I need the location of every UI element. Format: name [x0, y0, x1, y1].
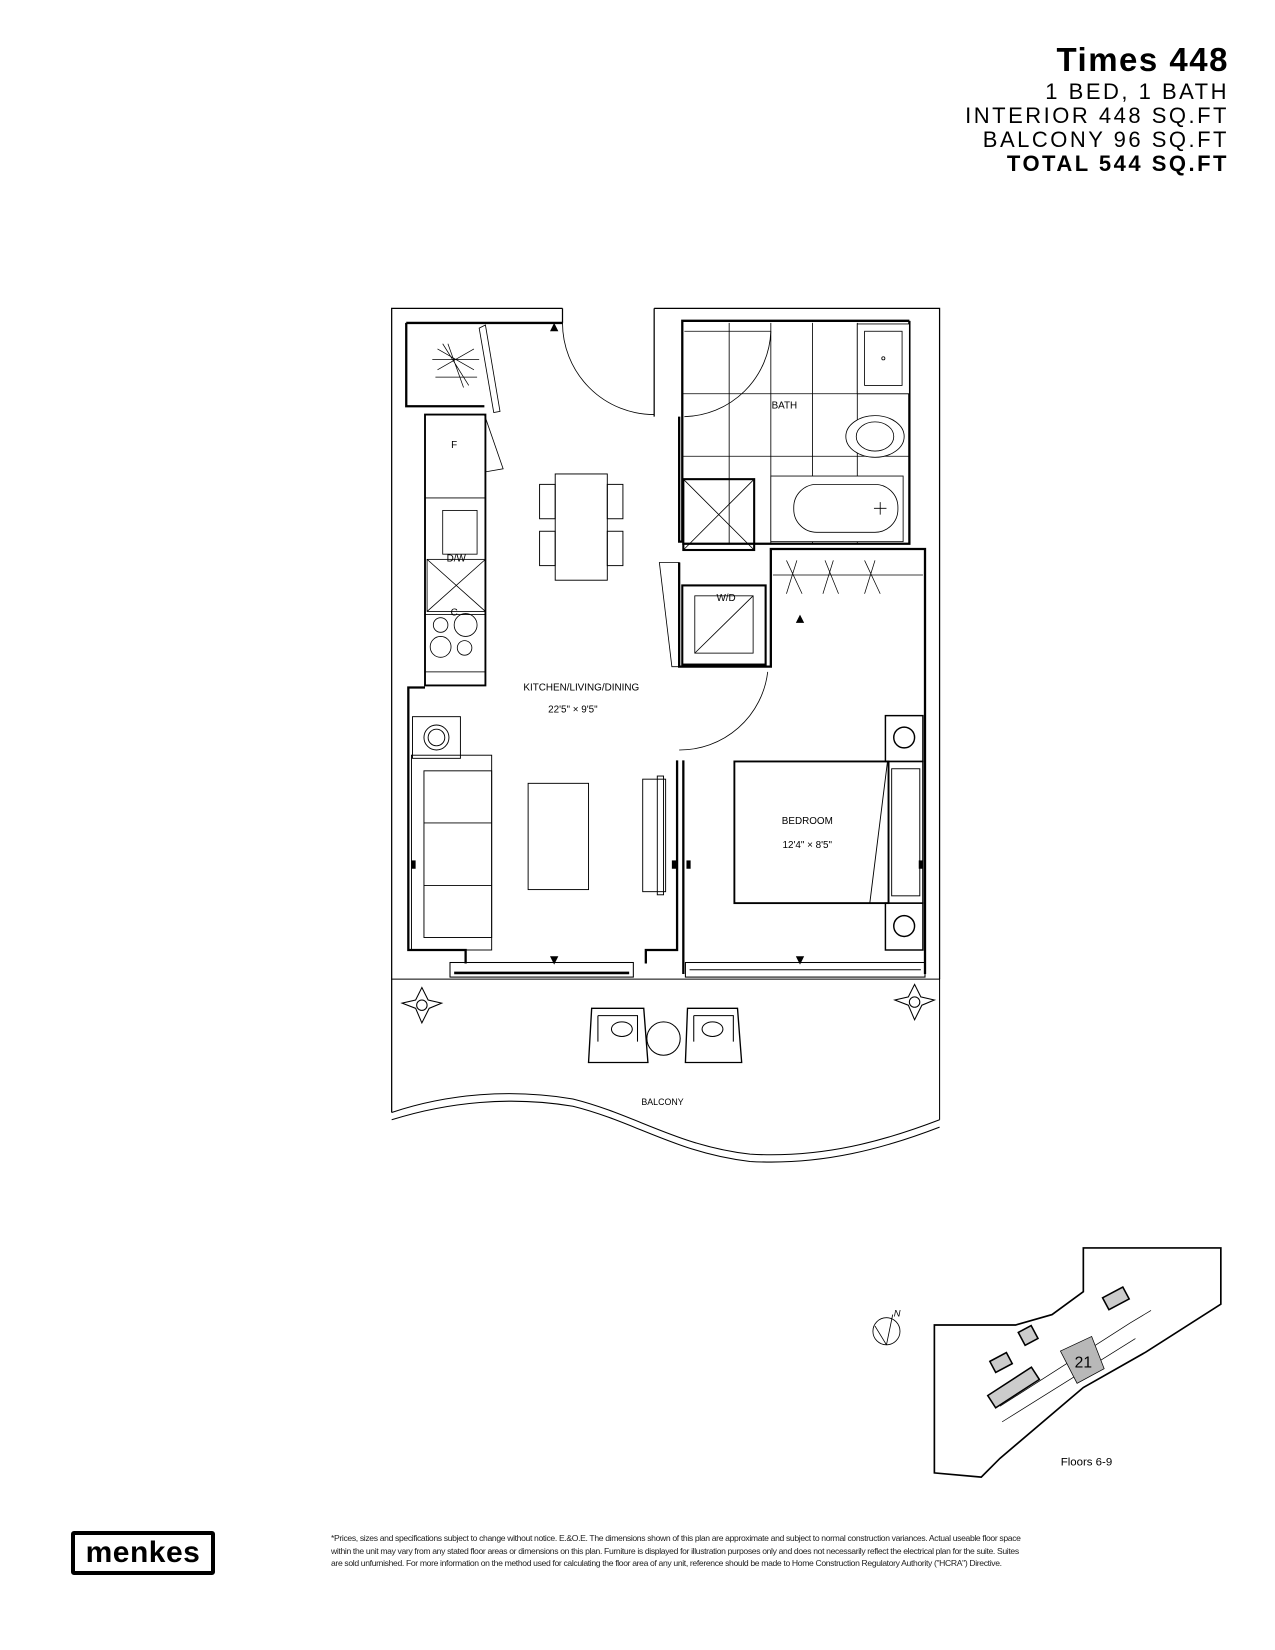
exterior-walls	[391, 307, 941, 1113]
bath-fixtures	[682, 322, 910, 552]
washer-dryer	[681, 584, 767, 666]
room-dims-bedroom: 12'4" × 8'5"	[783, 840, 833, 851]
building-outline	[933, 1247, 1222, 1478]
disclaimer-line: are sold unfurnished. For more informati…	[331, 1558, 1002, 1568]
balcony	[391, 978, 941, 1163]
unit-title: Times 448	[1056, 41, 1229, 78]
north-label: N	[894, 1309, 901, 1319]
corridor	[999, 1310, 1152, 1423]
plant-icon	[400, 986, 444, 1025]
outlet-markers	[411, 322, 923, 965]
room-label-bath: BATH	[772, 400, 798, 411]
beds-baths: 1 BED, 1 BATH	[1045, 79, 1229, 104]
washer-dryer-label: W/D	[716, 593, 735, 604]
floors-label: Floors 6-9	[1061, 1457, 1113, 1469]
north-arrow-icon: N	[872, 1309, 901, 1346]
room-label-bedroom: BEDROOM	[782, 816, 833, 827]
disclaimer-line: *Prices, sizes and specifications subjec…	[331, 1533, 1021, 1543]
plant-icon	[893, 983, 937, 1022]
key-plan: N 21 Floors 6-9	[872, 1247, 1222, 1478]
unit-number: 21	[1075, 1355, 1092, 1372]
closet-hangers	[432, 343, 923, 594]
room-label-balcony: BALCONY	[641, 1097, 683, 1107]
fridge-label: F	[451, 440, 457, 451]
total-area: TOTAL 544 SQ.FT	[1006, 151, 1229, 176]
furniture	[410, 473, 924, 951]
door-swings	[478, 322, 772, 751]
disclaimer: *Prices, sizes and specifications subjec…	[331, 1532, 1221, 1570]
menkes-logo: menkes	[71, 1531, 215, 1575]
room-label-kitchen: KITCHEN/LIVING/DINING	[523, 683, 639, 694]
interior-area: INTERIOR 448 SQ.FT	[965, 103, 1229, 128]
windows	[449, 961, 926, 978]
unit-21-highlight	[1059, 1335, 1105, 1384]
kitchen-appliances	[424, 497, 486, 673]
dishwasher-label: D/W	[447, 553, 467, 564]
room-dims-kitchen: 22'5" × 9'5"	[548, 705, 598, 716]
balcony-area: BALCONY 96 SQ.FT	[982, 127, 1229, 152]
unit-header: Times 448 1 BED, 1 BATH INTERIOR 448 SQ.…	[965, 40, 1229, 176]
cooktop-label: C	[451, 608, 458, 619]
disclaimer-line: within the unit may vary from any stated…	[331, 1545, 1019, 1556]
